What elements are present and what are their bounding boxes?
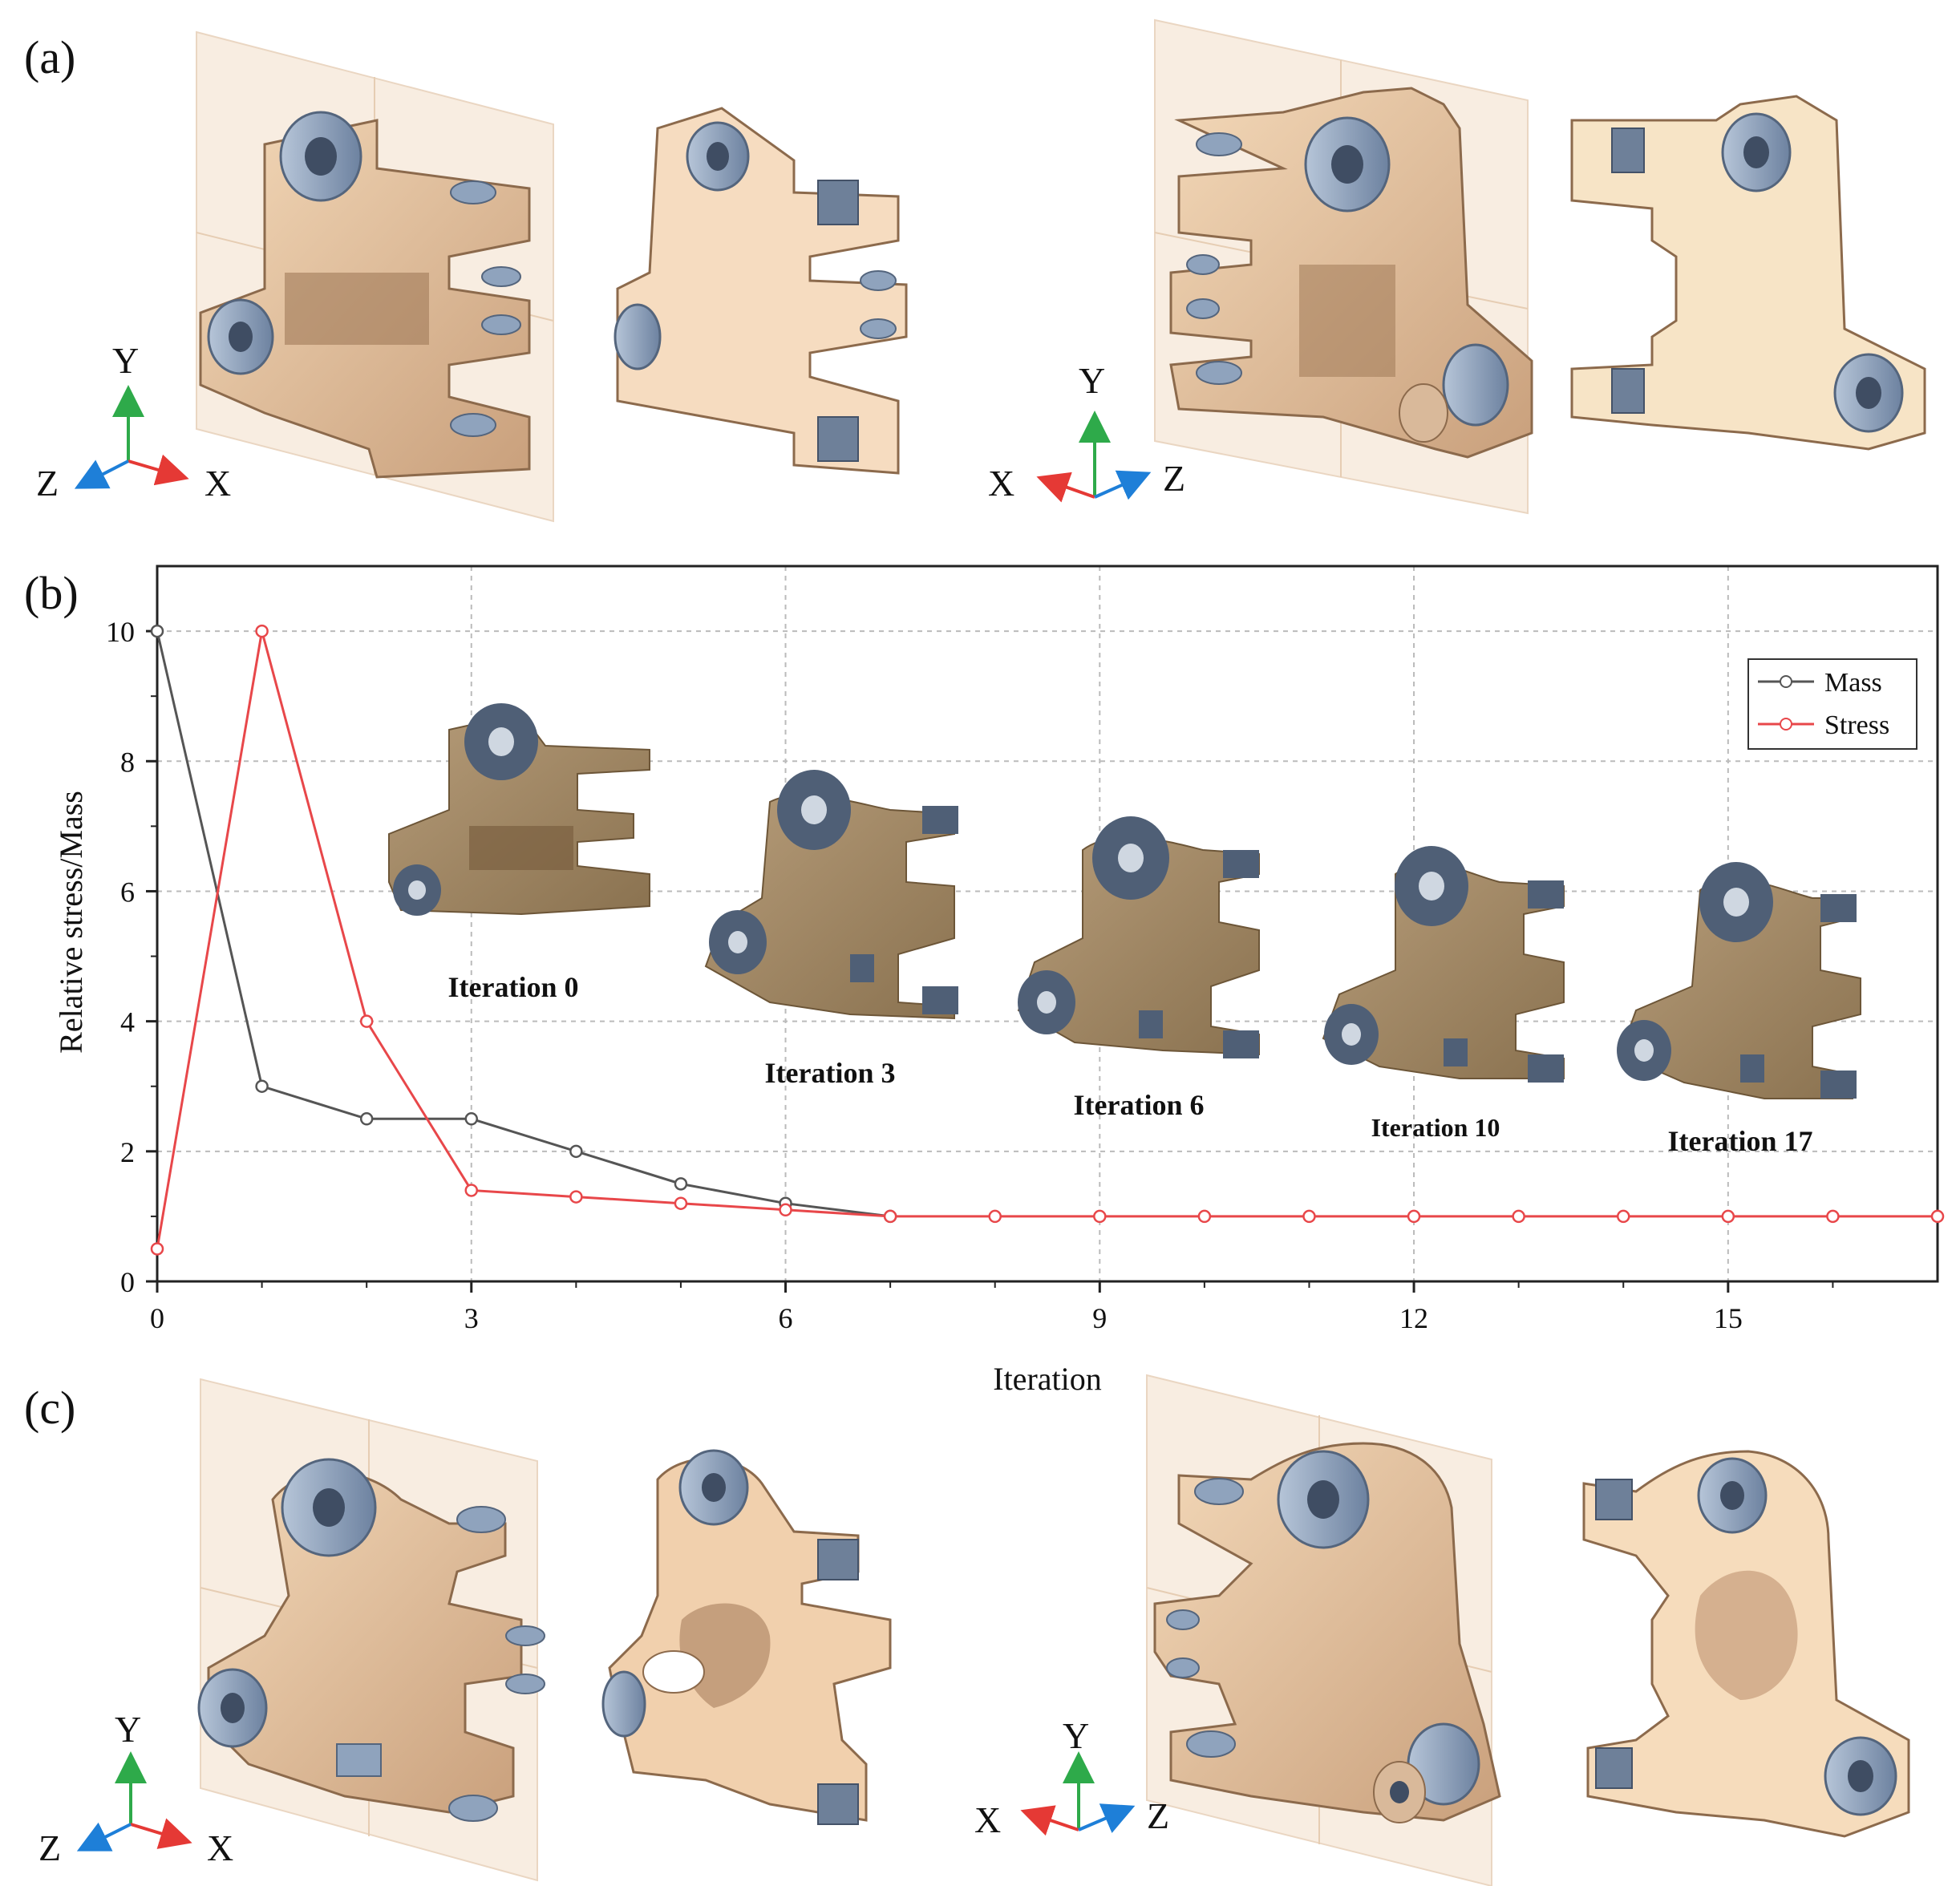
panel-c-illustrations: Y X Z Y X Z: [38, 1374, 1910, 1886]
axis-label-y: Y: [1063, 1715, 1089, 1756]
data-point-mass: [255, 1079, 269, 1093]
axis-label-x: X: [207, 1827, 233, 1868]
data-point-stress: [1302, 1209, 1316, 1224]
y-tick-label: 8: [120, 746, 135, 778]
bracket-full-a1: [199, 111, 531, 479]
x-tick-label: 12: [1399, 1302, 1428, 1334]
x-tick-label: 15: [1714, 1302, 1743, 1334]
data-point-stress: [883, 1209, 897, 1224]
axis-label-y: Y: [1079, 360, 1105, 401]
panel-a-illustrations: Y X Z Y X Z: [36, 18, 1926, 523]
data-point-mass: [464, 1112, 479, 1126]
panel-label-c: (c): [24, 1382, 76, 1434]
bushing-icon: [614, 303, 662, 370]
axis-triad-right-a: Y X Z: [988, 360, 1185, 504]
inset-iteration-10: [1322, 846, 1565, 1083]
x-axis-title: Iteration: [993, 1361, 1102, 1397]
data-point-mass: [674, 1177, 688, 1191]
axis-label-x: X: [988, 463, 1014, 504]
data-point-mass: [359, 1112, 374, 1126]
axis-triad-left-c: Y X Z: [38, 1709, 233, 1868]
plot-frame: [156, 565, 1939, 1283]
series-line-stress: [156, 630, 1938, 1249]
data-point-stress: [1407, 1209, 1421, 1224]
legend-stress-marker: [1780, 718, 1792, 731]
axis-label-z: Z: [1163, 458, 1185, 499]
optimized-bracket-section-c4: [1582, 1450, 1910, 1838]
data-point-stress: [569, 1190, 583, 1204]
data-point-stress: [1512, 1209, 1525, 1224]
y-axis-title: Relative stress/Mass: [53, 791, 89, 1054]
inset-iteration-0: [388, 703, 650, 916]
data-point-stress: [1616, 1209, 1630, 1224]
axis-triad-right-c: Y X Z: [974, 1715, 1169, 1840]
axis-label-y: Y: [112, 340, 139, 381]
axis-ticks: [146, 629, 1834, 1293]
inset-label-10: Iteration 10: [1371, 1113, 1500, 1142]
y-tick-label: 6: [120, 876, 135, 908]
axis-label-z: Z: [1147, 1795, 1169, 1836]
data-point-mass: [569, 1144, 583, 1159]
bushing-icon: [601, 1670, 646, 1738]
series-layer: [150, 624, 1945, 1256]
axis-label-z: Z: [38, 1827, 61, 1868]
convergence-chart: 0 3 6 9 12 15 0 2 4 6 8 10: [53, 565, 1945, 1397]
chart-legend: Mass Stress: [1747, 658, 1917, 750]
axis-tick-labels: 0 3 6 9 12 15 0 2 4 6 8 10: [106, 616, 1743, 1334]
legend-stress-label: Stress: [1824, 710, 1889, 740]
inset-label-6: Iteration 6: [1074, 1089, 1205, 1121]
legend-mass-marker: [1780, 675, 1792, 688]
data-point-mass: [150, 624, 164, 638]
series-line-mass: [156, 630, 891, 1218]
inset-label-0: Iteration 0: [448, 971, 579, 1003]
x-tick-label: 0: [150, 1302, 164, 1334]
optimized-bracket-c3: [1153, 1442, 1501, 1823]
data-point-stress: [674, 1196, 688, 1210]
inset-iteration-3: [704, 770, 958, 1020]
y-tick-label: 2: [120, 1136, 135, 1168]
bracket-section-a4: [1570, 95, 1926, 451]
data-point-stress: [1826, 1209, 1840, 1224]
data-point-stress: [988, 1209, 1002, 1224]
axis-label-x: X: [205, 463, 231, 504]
x-tick-label: 3: [464, 1302, 479, 1334]
inset-label-3: Iteration 3: [765, 1057, 896, 1089]
bushing-icon: [1442, 343, 1509, 427]
axis-label-z: Z: [36, 463, 59, 504]
bracket-section-a2: [614, 107, 908, 475]
legend-mass-label: Mass: [1824, 668, 1882, 698]
inset-label-17: Iteration 17: [1668, 1125, 1813, 1157]
data-point-stress: [779, 1203, 792, 1217]
legend-box: [1747, 658, 1917, 750]
axis-label-x: X: [974, 1799, 1001, 1840]
iteration-insets: Iteration 0 Iteration 3 Iteration 6 Iter…: [388, 703, 1861, 1157]
optimized-bracket-c1: [197, 1458, 545, 1822]
y-tick-label: 0: [120, 1266, 135, 1298]
inset-iteration-6: [1017, 816, 1260, 1058]
data-point-stress: [1930, 1209, 1945, 1224]
data-point-stress: [1197, 1209, 1212, 1224]
x-tick-label: 9: [1092, 1302, 1107, 1334]
data-point-stress: [464, 1184, 479, 1197]
inset-iteration-17: [1617, 862, 1861, 1099]
data-point-stress: [1721, 1209, 1735, 1224]
chart-grid: [157, 566, 1938, 1281]
axis-label-y: Y: [115, 1709, 141, 1750]
panel-label-b: (b): [24, 567, 79, 619]
data-point-stress: [359, 1014, 374, 1028]
data-point-stress: [150, 1242, 164, 1256]
axis-triad-left-a: Y X Z: [36, 340, 231, 504]
data-point-stress: [1093, 1209, 1107, 1224]
panel-label-a: (a): [24, 31, 76, 83]
bracket-full-a3: [1169, 87, 1533, 459]
y-tick-label: 4: [120, 1006, 135, 1038]
optimized-bracket-section-c2: [601, 1449, 892, 1825]
data-point-stress: [255, 624, 269, 638]
y-tick-label: 10: [106, 616, 135, 648]
x-tick-label: 6: [779, 1302, 793, 1334]
